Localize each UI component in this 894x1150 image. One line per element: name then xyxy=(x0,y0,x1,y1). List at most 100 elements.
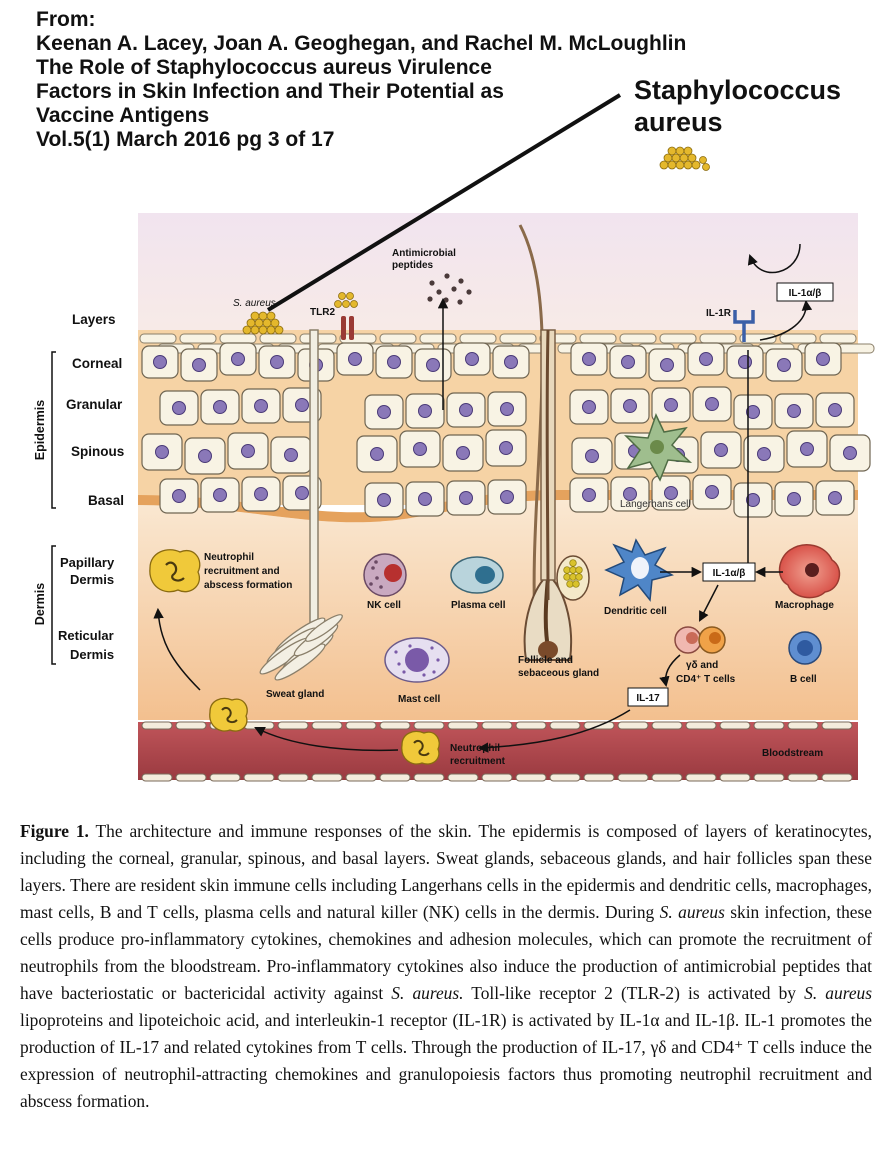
endothelial-cell xyxy=(651,721,683,730)
keratinocyte-nucleus xyxy=(582,352,596,366)
label-papillary-2: Dermis xyxy=(70,572,114,587)
keratinocyte-nucleus xyxy=(664,398,678,412)
antimicrobial-peptides xyxy=(427,273,472,305)
il17-box xyxy=(627,687,669,707)
keratinocyte-nucleus xyxy=(787,492,801,506)
label-mast: Mast cell xyxy=(398,694,440,705)
endothelial-cell xyxy=(617,773,649,782)
skin-figure: Layers Corneal Granular Spinous Basal Pa… xyxy=(33,93,875,782)
endothelial-cell xyxy=(685,773,717,782)
il1-up-arrow xyxy=(759,299,813,341)
label-neutro-rec-3: abscess formation xyxy=(204,580,292,591)
label-basal: Basal xyxy=(88,493,124,508)
il1r-receptor xyxy=(733,310,755,342)
staph-annotation-line1: Staphylococcus xyxy=(634,75,842,105)
staph-annotation-line2: aureus xyxy=(634,107,723,137)
keratinocyte-nucleus xyxy=(500,402,514,416)
b-cell xyxy=(788,631,822,665)
label-corneal: Corneal xyxy=(72,356,122,371)
label-follicle-2: sebaceous gland xyxy=(518,668,599,679)
sweat-gland xyxy=(259,329,343,681)
citation-line: The Role of Staphylococcus aureus Virule… xyxy=(36,56,492,79)
staph-annotation-title: Staphylococcus aureus xyxy=(634,74,841,138)
endothelial-cell xyxy=(821,773,853,782)
keratinocyte-nucleus xyxy=(172,401,186,415)
keratinocyte-nucleus xyxy=(582,488,596,502)
corneal-cell xyxy=(179,333,217,344)
label-macrophage: Macrophage xyxy=(775,600,834,611)
tlr2-receptor xyxy=(334,292,358,340)
endothelium-bottom xyxy=(141,773,853,782)
label-neutro-blood-1: Neutrophil xyxy=(450,743,500,754)
caption-s-aureus-1: S. aureus xyxy=(659,902,725,922)
label-neutro-blood-2: recruitment xyxy=(450,756,506,767)
keratinocytes xyxy=(141,342,871,518)
label-reticular-2: Dermis xyxy=(70,647,114,662)
endothelial-cell xyxy=(379,721,411,730)
neutrophil-vessel xyxy=(209,697,248,732)
nk-cell xyxy=(363,553,407,597)
endothelial-cell xyxy=(277,773,309,782)
label-dendritic: Dendritic cell xyxy=(604,606,667,617)
keratinocyte-nucleus xyxy=(828,491,842,505)
citation-line: From: xyxy=(36,8,96,31)
endothelial-cell xyxy=(447,773,479,782)
keratinocyte-nucleus xyxy=(413,442,427,456)
keratinocyte-nucleus xyxy=(459,403,473,417)
corneal-cell xyxy=(379,333,417,344)
keratinocyte-nucleus xyxy=(499,441,513,455)
il1-loop-arrow xyxy=(747,243,801,274)
keratinocyte-nucleus xyxy=(172,489,186,503)
endothelial-cell xyxy=(243,721,275,730)
corneal-cell xyxy=(739,333,777,344)
plasma-cell xyxy=(450,556,504,594)
keratinocyte-nucleus xyxy=(664,486,678,500)
keratinocyte-nucleus xyxy=(295,486,309,500)
label-neutro-rec-1: Neutrophil xyxy=(204,552,254,563)
endothelial-cell xyxy=(549,773,581,782)
keratinocyte-nucleus xyxy=(465,352,479,366)
label-sweat: Sweat gland xyxy=(266,689,324,700)
keratinocyte-nucleus xyxy=(213,400,227,414)
caption-text-2: skin infection, these cells produce pro-… xyxy=(20,902,872,1003)
langerhans-cell xyxy=(624,413,693,482)
keratinocyte-nucleus xyxy=(843,446,857,460)
endothelial-cell xyxy=(481,721,513,730)
blood-to-tissue-arrow xyxy=(254,727,399,752)
s-aureus-cluster xyxy=(242,311,284,335)
label-amp-2: peptides xyxy=(392,260,434,271)
keratinocyte-nucleus xyxy=(426,358,440,372)
endothelial-cell xyxy=(175,773,207,782)
s-aureus-icon xyxy=(659,146,710,171)
label-papillary-1: Papillary xyxy=(60,555,115,570)
hair-follicle xyxy=(518,224,590,661)
endothelial-cell xyxy=(583,773,615,782)
endothelial-cell xyxy=(787,721,819,730)
keratinocyte-nucleus xyxy=(459,491,473,505)
endothelial-cell xyxy=(481,773,513,782)
label-spinous: Spinous xyxy=(71,444,124,459)
keratinocyte-nucleus xyxy=(155,445,169,459)
keratinocyte-nucleus xyxy=(660,358,674,372)
corneal-cell xyxy=(819,333,857,344)
label-granular: Granular xyxy=(66,397,123,412)
endothelial-cell xyxy=(787,773,819,782)
endothelial-cell xyxy=(685,721,717,730)
caption-text-3: Toll-like receptor 2 (TLR-2) is activate… xyxy=(463,983,805,1003)
caption-label: Figure 1. xyxy=(20,821,89,841)
corneal-cell xyxy=(259,333,297,344)
corneal-cell xyxy=(779,333,817,344)
layers-heading: Layers xyxy=(72,312,116,327)
keratinocyte-nucleus xyxy=(699,352,713,366)
endothelial-cell xyxy=(515,773,547,782)
keratinocyte-nucleus xyxy=(254,399,268,413)
keratinocyte-nucleus xyxy=(213,488,227,502)
tcell-to-il17-arrow xyxy=(659,654,681,688)
label-neutro-rec-2: recruitment and xyxy=(204,566,280,577)
endothelial-cell xyxy=(549,721,581,730)
pointer-line xyxy=(266,93,622,312)
label-amp-1: Antimicrobial xyxy=(392,248,456,259)
keratinocyte-nucleus xyxy=(500,490,514,504)
endothelial-cell xyxy=(141,721,173,730)
neutrophil-abscess xyxy=(149,549,201,593)
